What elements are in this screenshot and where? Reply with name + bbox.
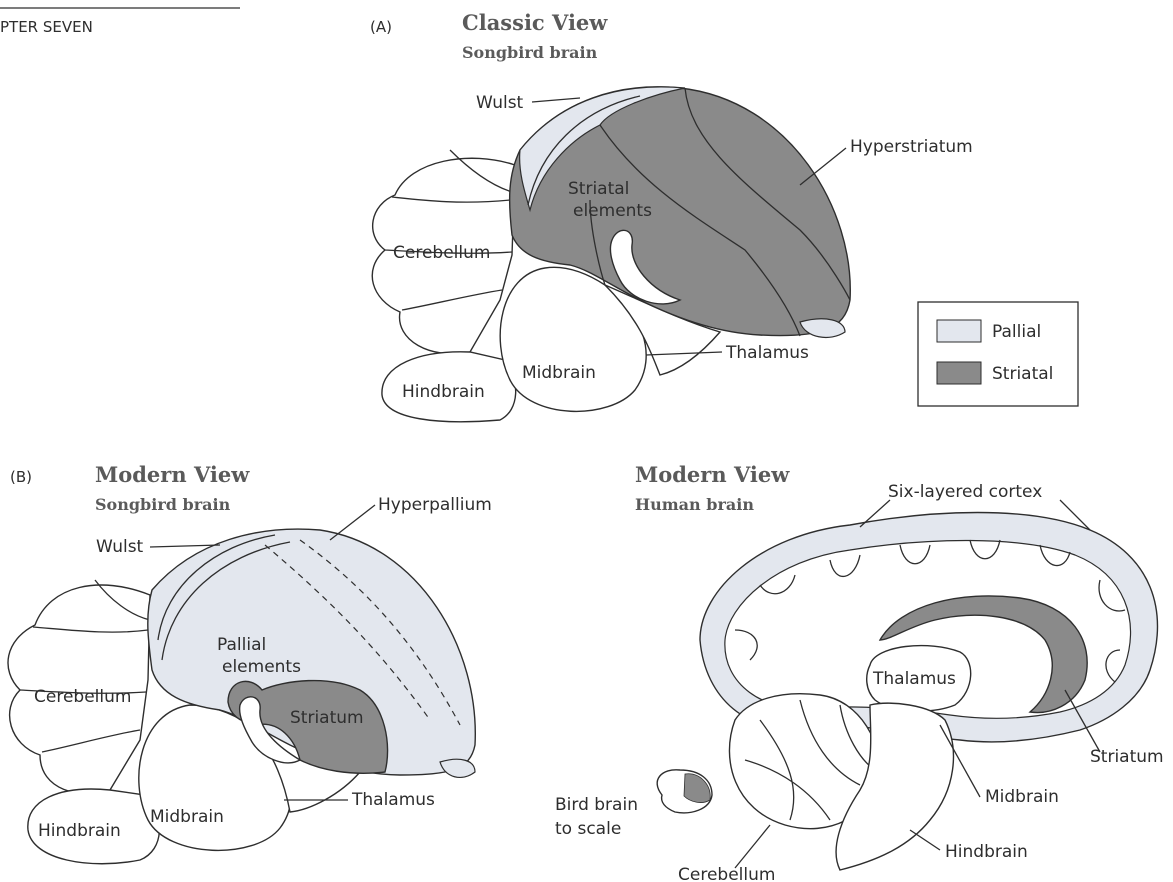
chapter-heading: PTER SEVEN bbox=[0, 18, 93, 36]
h-striatum-label: Striatum bbox=[1090, 747, 1164, 767]
panel-b-bird-title: Modern View bbox=[95, 462, 250, 487]
h-thalamus-label: Thalamus bbox=[872, 669, 956, 689]
b-hindbrain-label: Hindbrain bbox=[38, 821, 121, 841]
panel-b-bird-subtitle: Songbird brain bbox=[95, 495, 231, 514]
panel-b-letter: (B) bbox=[10, 468, 32, 486]
a-midbrain-label: Midbrain bbox=[522, 363, 596, 383]
h-bird-scale-label-1: Bird brain bbox=[555, 795, 638, 815]
a-wulst-label: Wulst bbox=[476, 93, 524, 113]
h-cerebellum-leader bbox=[735, 825, 770, 868]
b-midbrain-label: Midbrain bbox=[150, 807, 224, 827]
panel-b-human-subtitle: Human brain bbox=[635, 495, 754, 514]
b-hyperpallium-leader bbox=[330, 505, 375, 540]
h-hindbrain-leader bbox=[910, 830, 940, 850]
h-hindbrain-label: Hindbrain bbox=[945, 842, 1028, 862]
a-thalamus-label: Thalamus bbox=[725, 343, 809, 363]
legend: Pallial Striatal bbox=[918, 302, 1078, 406]
a-striatal-label-1: Striatal bbox=[568, 179, 629, 199]
legend-pallial-swatch bbox=[937, 320, 981, 342]
legend-striatal-swatch bbox=[937, 362, 981, 384]
b-thalamus-label: Thalamus bbox=[351, 790, 435, 810]
a-hindbrain-label: Hindbrain bbox=[402, 382, 485, 402]
h-cortex-label: Six-layered cortex bbox=[888, 482, 1042, 502]
bird-brain-scale: Bird brain to scale bbox=[555, 770, 712, 839]
panel-a-subtitle: Songbird brain bbox=[462, 43, 598, 62]
h-midbrain-label: Midbrain bbox=[985, 787, 1059, 807]
b-wulst-label: Wulst bbox=[96, 537, 144, 557]
b-pallial-tip bbox=[440, 759, 475, 777]
panel-b-human-title: Modern View bbox=[635, 462, 790, 487]
panel-a-letter: (A) bbox=[370, 18, 392, 36]
legend-pallial-label: Pallial bbox=[992, 322, 1041, 342]
panel-b-bird: (B) Modern View Songbird brain Hindbrain… bbox=[8, 462, 492, 864]
b-pallial-label-1: Pallial bbox=[217, 635, 266, 655]
a-cerebellum-label: Cerebellum bbox=[393, 243, 490, 263]
b-pallial-label-2: elements bbox=[222, 657, 301, 677]
h-cerebellum-label: Cerebellum bbox=[678, 865, 775, 882]
b-striatum-label: Striatum bbox=[290, 708, 364, 728]
h-bird-mini-striatal bbox=[684, 774, 710, 803]
h-bird-scale-label-2: to scale bbox=[555, 819, 621, 839]
panel-a: (A) Classic View Songbird brain Hindbrai… bbox=[370, 10, 1078, 422]
a-striatal-label-2: elements bbox=[573, 201, 652, 221]
legend-box bbox=[918, 302, 1078, 406]
a-hyperstriatum-label: Hyperstriatum bbox=[850, 137, 973, 157]
legend-striatal-label: Striatal bbox=[992, 364, 1053, 384]
b-hyperpallium-label: Hyperpallium bbox=[378, 495, 492, 515]
a-wulst-leader bbox=[532, 98, 580, 102]
b-cerebellum-label: Cerebellum bbox=[34, 687, 131, 707]
panel-b-human: Modern View Human brain Thalamus Bird br… bbox=[555, 462, 1164, 882]
panel-a-title: Classic View bbox=[462, 10, 608, 35]
